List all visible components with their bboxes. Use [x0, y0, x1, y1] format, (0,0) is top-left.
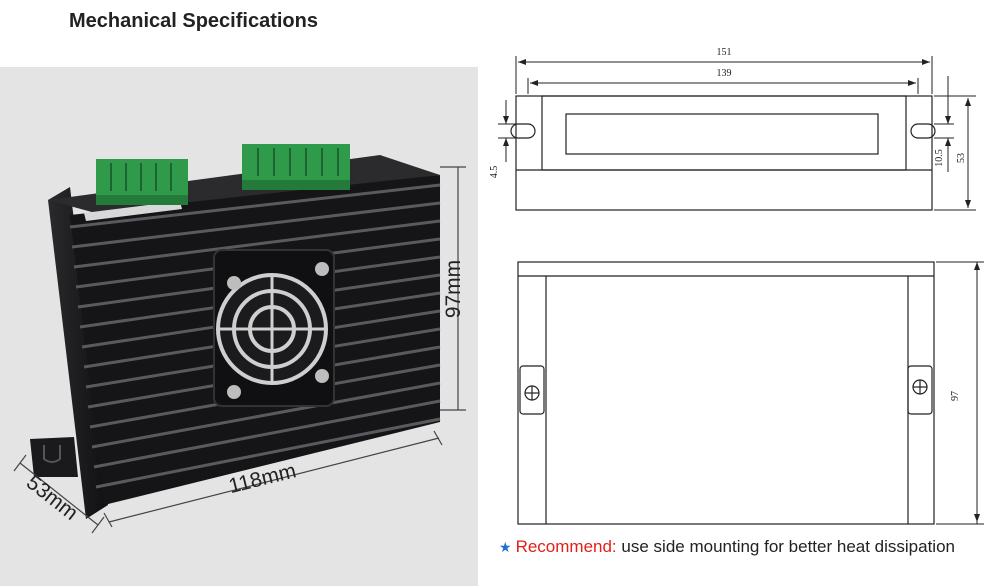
terminal-block-left: [96, 159, 188, 205]
recommendation-note: ★Recommend: use side mounting for better…: [499, 537, 955, 557]
terminal-block-right: [242, 144, 350, 190]
cooling-fan: [213, 249, 335, 407]
photo-dim-height: 97mm: [442, 260, 465, 318]
photo-dim-depth: 53mm: [22, 471, 82, 525]
technical-drawing: 151 139 4.5 10.5 53 97: [489, 47, 984, 525]
photo-dimension-lines: [13, 166, 466, 534]
top-view: [510, 95, 936, 211]
label-sticker: [84, 201, 182, 221]
dim-side-height: 97: [950, 391, 961, 401]
dim-slot-height: 10.5: [934, 149, 945, 167]
dim-hole-spacing: 139: [717, 68, 732, 79]
mounting-flange: [30, 437, 78, 477]
side-view-dimensions: [936, 261, 984, 525]
dim-body-height: 53: [956, 153, 967, 163]
heatsink-side: [48, 187, 108, 519]
side-view: [517, 261, 935, 525]
recommend-text: use side mounting for better heat dissip…: [621, 537, 955, 556]
page-title: Mechanical Specifications: [69, 10, 318, 32]
dim-slot-offset: 4.5: [489, 166, 500, 179]
driver-photo: 97mm 118mm 53mm: [13, 144, 466, 534]
dim-overall-width: 151: [717, 47, 732, 58]
recommend-label: Recommend:: [515, 537, 617, 556]
top-view-dimensions: [498, 56, 976, 211]
star-icon: ★: [499, 539, 512, 555]
mounting-screw-icon: [524, 379, 928, 401]
